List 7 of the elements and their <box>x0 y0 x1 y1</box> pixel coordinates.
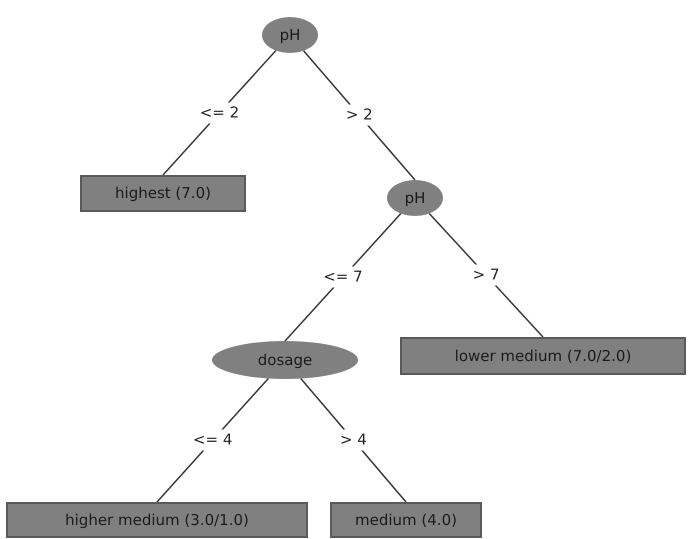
leaf-box: higher medium (3.0/1.0) <box>6 502 308 538</box>
leaf-box: lower medium (7.0/2.0) <box>400 337 686 375</box>
decision-ellipse: pH <box>262 17 318 53</box>
leaf-box: medium (4.0) <box>330 502 482 538</box>
decision-ellipse: pH <box>387 180 443 216</box>
leaf-box: highest (7.0) <box>80 175 246 212</box>
decision-ellipse: dosage <box>212 341 358 379</box>
